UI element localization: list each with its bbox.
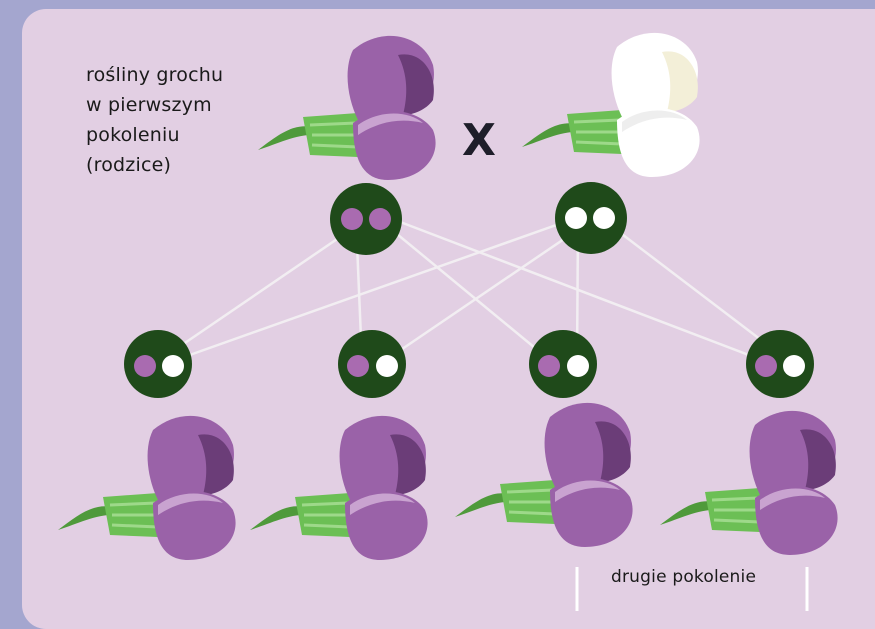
offspring-flower-2 xyxy=(250,416,428,560)
offspring-cell-2 xyxy=(338,330,406,398)
mendel-cross-diagram: X xyxy=(0,0,875,611)
parents-label-line-1: rośliny grochu xyxy=(86,60,223,90)
allele-purple xyxy=(134,355,156,377)
allele-white xyxy=(593,207,615,229)
parents-label-line-2: w pierwszym xyxy=(86,90,223,120)
parent-flower-white xyxy=(522,33,700,177)
allele-white xyxy=(162,355,184,377)
parents-label: rośliny grochu w pierwszym pokoleniu (ro… xyxy=(86,60,223,180)
allele-purple xyxy=(538,355,560,377)
allele-purple xyxy=(755,355,777,377)
allele-purple xyxy=(369,208,391,230)
parent-flower-purple xyxy=(258,36,436,180)
allele-white xyxy=(783,355,805,377)
connector-line xyxy=(157,220,365,362)
offspring-cell-4 xyxy=(746,330,814,398)
connector-line xyxy=(380,220,552,362)
connector-lines xyxy=(157,218,790,362)
allele-white xyxy=(567,355,589,377)
offspring-flower-4 xyxy=(660,411,838,555)
parent-cell-purple xyxy=(330,183,402,255)
offspring-flower-3 xyxy=(455,403,633,547)
offspring-flower-1 xyxy=(58,416,236,560)
allele-purple xyxy=(347,355,369,377)
offspring-cell-1 xyxy=(124,330,192,398)
allele-white xyxy=(376,355,398,377)
parent-cell-white xyxy=(555,182,627,254)
allele-white xyxy=(565,207,587,229)
offspring-label: drugie pokolenie xyxy=(611,562,756,592)
parents-label-line-4: (rodzice) xyxy=(86,150,223,180)
parents-label-line-3: pokoleniu xyxy=(86,120,223,150)
allele-purple xyxy=(341,208,363,230)
offspring-cell-3 xyxy=(529,330,597,398)
cross-symbol: X xyxy=(462,115,496,166)
